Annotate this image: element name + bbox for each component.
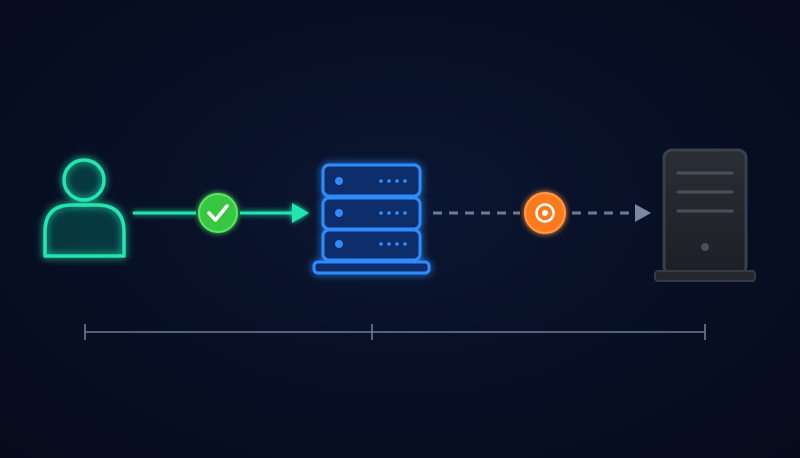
connection-server-to-remote	[433, 204, 651, 222]
arrow-head-icon	[292, 203, 309, 223]
check-icon	[198, 193, 238, 233]
server-unit	[321, 228, 422, 262]
tower-base	[654, 270, 756, 282]
target-icon	[524, 192, 566, 234]
server-unit	[321, 163, 422, 198]
server-unit	[321, 196, 422, 231]
arrow-head-icon	[635, 204, 651, 222]
server-rack-icon	[312, 163, 431, 275]
power-led	[701, 243, 709, 251]
connection-user-to-server	[133, 203, 309, 223]
timeline-scale	[84, 324, 706, 340]
user-icon	[43, 158, 126, 258]
tower-server-icon	[654, 148, 756, 282]
server-base	[312, 260, 431, 275]
